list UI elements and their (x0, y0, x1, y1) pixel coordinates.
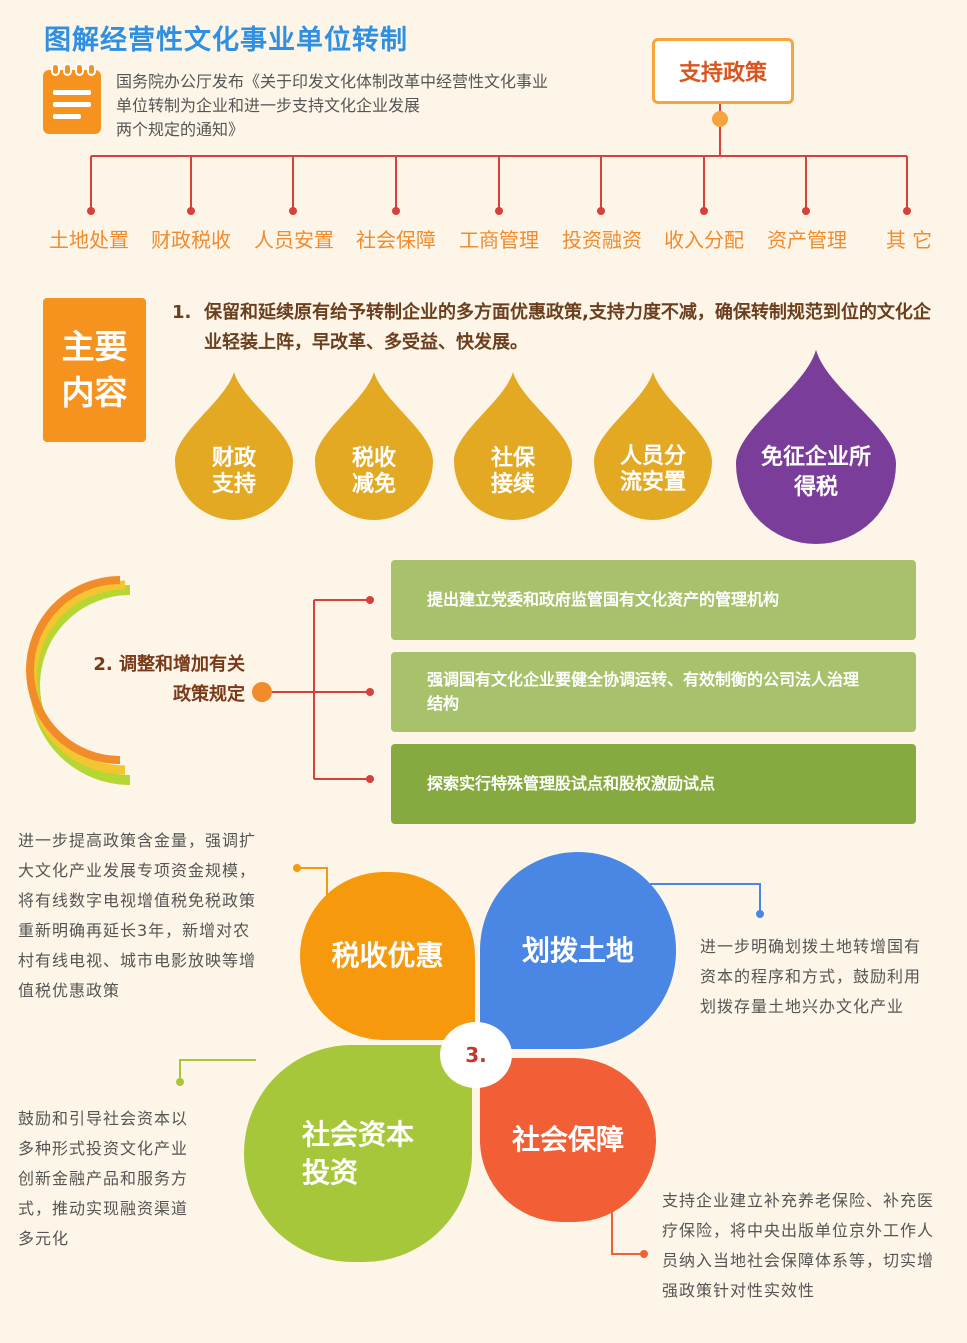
main-content-label-line: 内容 (61, 373, 128, 412)
notice-text: 国务院办公厅发布《关于印发文化体制改革中经营性文化事业 单位转制为企业和进一步支… (116, 70, 626, 142)
category-finance-tax: 财政税收 (151, 228, 231, 252)
petal-label: 社会保障 (511, 1123, 624, 1156)
drop-text: 人员分 (619, 444, 686, 469)
tree-branch-dot (289, 207, 297, 215)
section-2-title-line: 2. 调整和增加有关 (93, 654, 245, 675)
note-line: 多元化 (18, 1229, 70, 1248)
category-tree-connector (87, 104, 911, 215)
tree-branch-dot (392, 207, 400, 215)
main-content-label-line: 主要 (61, 327, 128, 366)
petal-label: 社会资本投资 (302, 1116, 414, 1192)
category-other: 其 它 (885, 228, 933, 252)
petal-social-security: 社会保障 (480, 1058, 656, 1222)
note-social-capital: 鼓励和引导社会资本以 多种形式投资文化产业 创新金融产品和服务方 式，推动实现融… (18, 1104, 218, 1254)
note-social-security: 支持企业建立补充养老保险、补充医 疗保险，将中央出版单位京外工作人 员纳入当地社… (662, 1186, 962, 1306)
tree-branch-dot (495, 207, 503, 215)
petal-tax-incentive: 税收优惠 (300, 872, 475, 1040)
category-investment: 投资融资 (562, 228, 642, 252)
drop-text: 接续 (490, 472, 535, 497)
drop-text: 得税 (793, 475, 838, 500)
policy-box-text: 探索实行特殊管理股试点和股权激励试点 (427, 774, 716, 793)
note-line: 员纳入当地社会保障体系等，切实增 (662, 1251, 935, 1270)
note-line: 重新明确再延长3年，新增对农 (18, 921, 251, 940)
tree-branch-dot (187, 207, 195, 215)
drop-text: 税收 (351, 446, 396, 471)
category-personnel: 人员安置 (254, 228, 334, 252)
note-line: 值税优惠政策 (18, 981, 121, 1000)
note-line: 将有线数字电视增值税免税政策 (18, 891, 257, 910)
note-line: 式，推动实现融资渠道 (18, 1199, 189, 1218)
note-allocated-land: 进一步明确划拨土地转增国有 资本的程序和方式，鼓励利用 划拨存量土地兴办文化产业 (700, 932, 960, 1022)
tree-branch-dot (700, 207, 708, 215)
drop-text: 减免 (351, 472, 396, 497)
petal-label-line: 社会资本 (301, 1117, 414, 1151)
note-line: 支持企业建立补充养老保险、补充医 (662, 1191, 935, 1210)
petal-label: 划拨土地 (521, 933, 634, 967)
policy-box-text: 强调国有文化企业要健全协调运转、有效制衡的公司法人治理结构 (427, 670, 860, 713)
notice-line: 两个规定的通知》 (116, 120, 245, 139)
petal-social-capital: 社会资本投资 (244, 1045, 472, 1262)
section-2-graphic (26, 576, 374, 785)
note-line: 疗保险，将中央出版单位京外工作人 (662, 1221, 935, 1240)
tree-branch-dot (87, 207, 95, 215)
note-line: 村有线电视、城市电影放映等增 (18, 951, 257, 970)
support-policy-label: 支持政策 (678, 61, 767, 86)
note-line: 划拨存量土地兴办文化产业 (700, 997, 905, 1016)
note-line: 强政策针对性实效性 (662, 1281, 816, 1300)
category-social-security: 社会保障 (356, 228, 436, 252)
note-line: 创新金融产品和服务方 (18, 1169, 189, 1188)
policy-box-text: 提出建立党委和政府监管国有文化资产的管理机构 (427, 590, 780, 609)
drop-text: 免征企业所 (760, 445, 871, 470)
category-land: 土地处置 (49, 228, 129, 252)
note-line: 鼓励和引导社会资本以 (18, 1109, 189, 1128)
note-tax-incentive: 进一步提高政策含金量，强调扩 大文化产业发展专项资金规模， 将有线数字电视增值税… (18, 826, 288, 1006)
section-3-center-number: 3. (440, 1022, 512, 1088)
note-line: 资本的程序和方式，鼓励利用 (700, 967, 922, 986)
drop-income-tax-exemption: 免征企业所得税 (736, 350, 896, 544)
category-income: 收入分配 (664, 228, 744, 252)
section-2-title-line: 政策规定 (173, 684, 245, 705)
policy-box-asset-management: 提出建立党委和政府监管国有文化资产的管理机构 (391, 560, 916, 640)
main-content-label: 主要 内容 (43, 298, 146, 442)
support-policy-box: 支持政策 (652, 38, 794, 104)
section-2-title: 2. 调整和增加有关 政策规定 (60, 650, 245, 710)
drop-tax-reduction: 税收减免 (315, 372, 433, 520)
item-1-text: 保留和延续原有给予转制企业的多方面优惠政策,支持力度不减，确保转制规范到位的文化… (204, 302, 931, 353)
note-line: 进一步明确划拨土地转增国有 (700, 937, 922, 956)
tree-branch-dot (802, 207, 810, 215)
petal-label-line: 投资 (301, 1155, 358, 1189)
drop-text: 流安置 (619, 470, 686, 495)
note-line: 多种形式投资文化产业 (18, 1139, 189, 1158)
notice-line: 单位转制为企业和进一步支持文化企业发展 (116, 96, 421, 115)
category-business-admin: 工商管理 (459, 228, 539, 252)
tree-branch-dot (903, 207, 911, 215)
section-3-connectors (176, 864, 764, 1258)
notice-line: 国务院办公厅发布《关于印发文化体制改革中经营性文化事业 (116, 72, 549, 91)
note-line: 大文化产业发展专项资金规模， (18, 861, 257, 880)
drop-fiscal-support: 财政支持 (175, 372, 293, 520)
item-1: 1. 保留和延续原有给予转制企业的多方面优惠政策,支持力度不减，确保转制规范到位… (172, 298, 932, 358)
drop-personnel-placement: 人员分流安置 (594, 372, 712, 520)
policy-box-special-shares: 探索实行特殊管理股试点和股权激励试点 (391, 744, 916, 824)
drop-social-security: 社保接续 (454, 372, 572, 520)
policy-box-corporate-governance: 强调国有文化企业要健全协调运转、有效制衡的公司法人治理结构 (391, 652, 916, 732)
notepad-icon (43, 63, 101, 134)
drop-text: 支持 (211, 472, 256, 497)
note-line: 进一步提高政策含金量，强调扩 (18, 831, 257, 850)
drop-text: 财政 (211, 446, 256, 471)
tree-branch-dot (597, 207, 605, 215)
category-assets: 资产管理 (767, 228, 847, 252)
section-3-number: 3. (465, 1043, 487, 1067)
page-title: 图解经营性文化事业单位转制 (44, 25, 408, 56)
item-1-number: 1. (172, 302, 192, 323)
petal-label: 税收优惠 (331, 939, 444, 972)
petal-allocated-land: 划拨土地 (480, 852, 676, 1049)
drop-text: 社保 (490, 446, 535, 471)
